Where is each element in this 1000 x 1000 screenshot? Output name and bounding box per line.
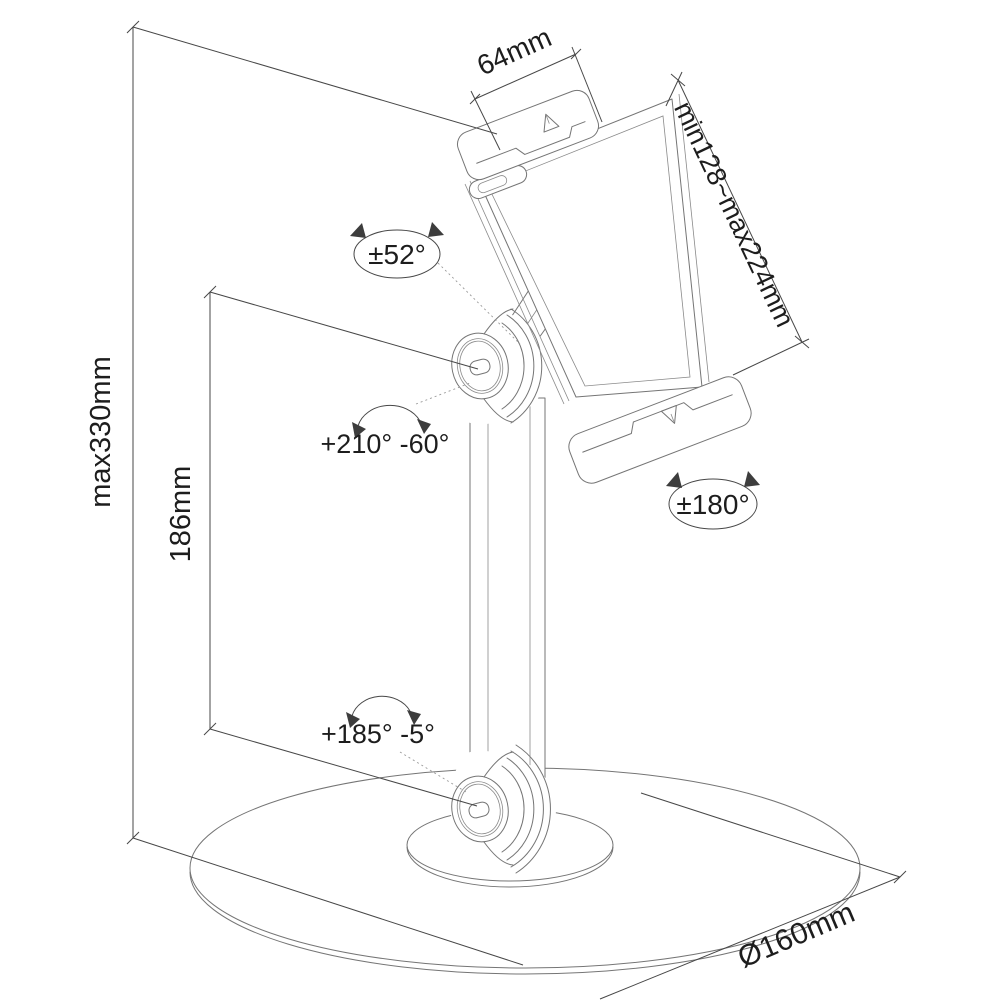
dim-max-height: max330mm bbox=[85, 20, 524, 966]
rotation-arrow-icon bbox=[744, 471, 760, 487]
label-holder-spin: ±180° bbox=[676, 489, 749, 520]
label-arm-length: 186mm bbox=[165, 466, 197, 563]
angle-holder-tilt: ±52° bbox=[350, 222, 521, 345]
upper-joint bbox=[451, 307, 548, 425]
tablet-plate bbox=[464, 93, 710, 405]
rotation-arrow-icon bbox=[346, 712, 360, 728]
label-arm-pivot: +210° -60° bbox=[321, 429, 450, 459]
rotation-arrow-icon bbox=[666, 472, 682, 488]
bottom-joint bbox=[451, 744, 556, 874]
angle-holder-spin: ±180° bbox=[666, 471, 760, 530]
down-arrow-icon bbox=[660, 405, 677, 424]
rotation-arrow-icon bbox=[428, 222, 444, 237]
angle-arm-pivot: +210° -60° bbox=[321, 382, 471, 459]
dim-arm-length: 186mm bbox=[165, 285, 479, 807]
rotation-arrow-icon bbox=[417, 419, 431, 434]
top-clamp bbox=[456, 89, 600, 181]
rotation-arrow-icon bbox=[407, 710, 421, 725]
label-max-height: max330mm bbox=[85, 356, 117, 508]
rotation-arrow-icon bbox=[352, 422, 366, 438]
pole bbox=[469, 397, 546, 801]
rotation-arrow-icon bbox=[350, 223, 366, 238]
label-base-pivot: +185° -5° bbox=[321, 719, 435, 749]
label-holder-tilt: ±52° bbox=[368, 239, 426, 270]
angle-base-pivot: +185° -5° bbox=[321, 695, 467, 793]
bottom-clamp bbox=[568, 376, 752, 484]
label-clamp-depth: 64mm bbox=[472, 21, 556, 81]
up-arrow-icon bbox=[543, 113, 560, 133]
